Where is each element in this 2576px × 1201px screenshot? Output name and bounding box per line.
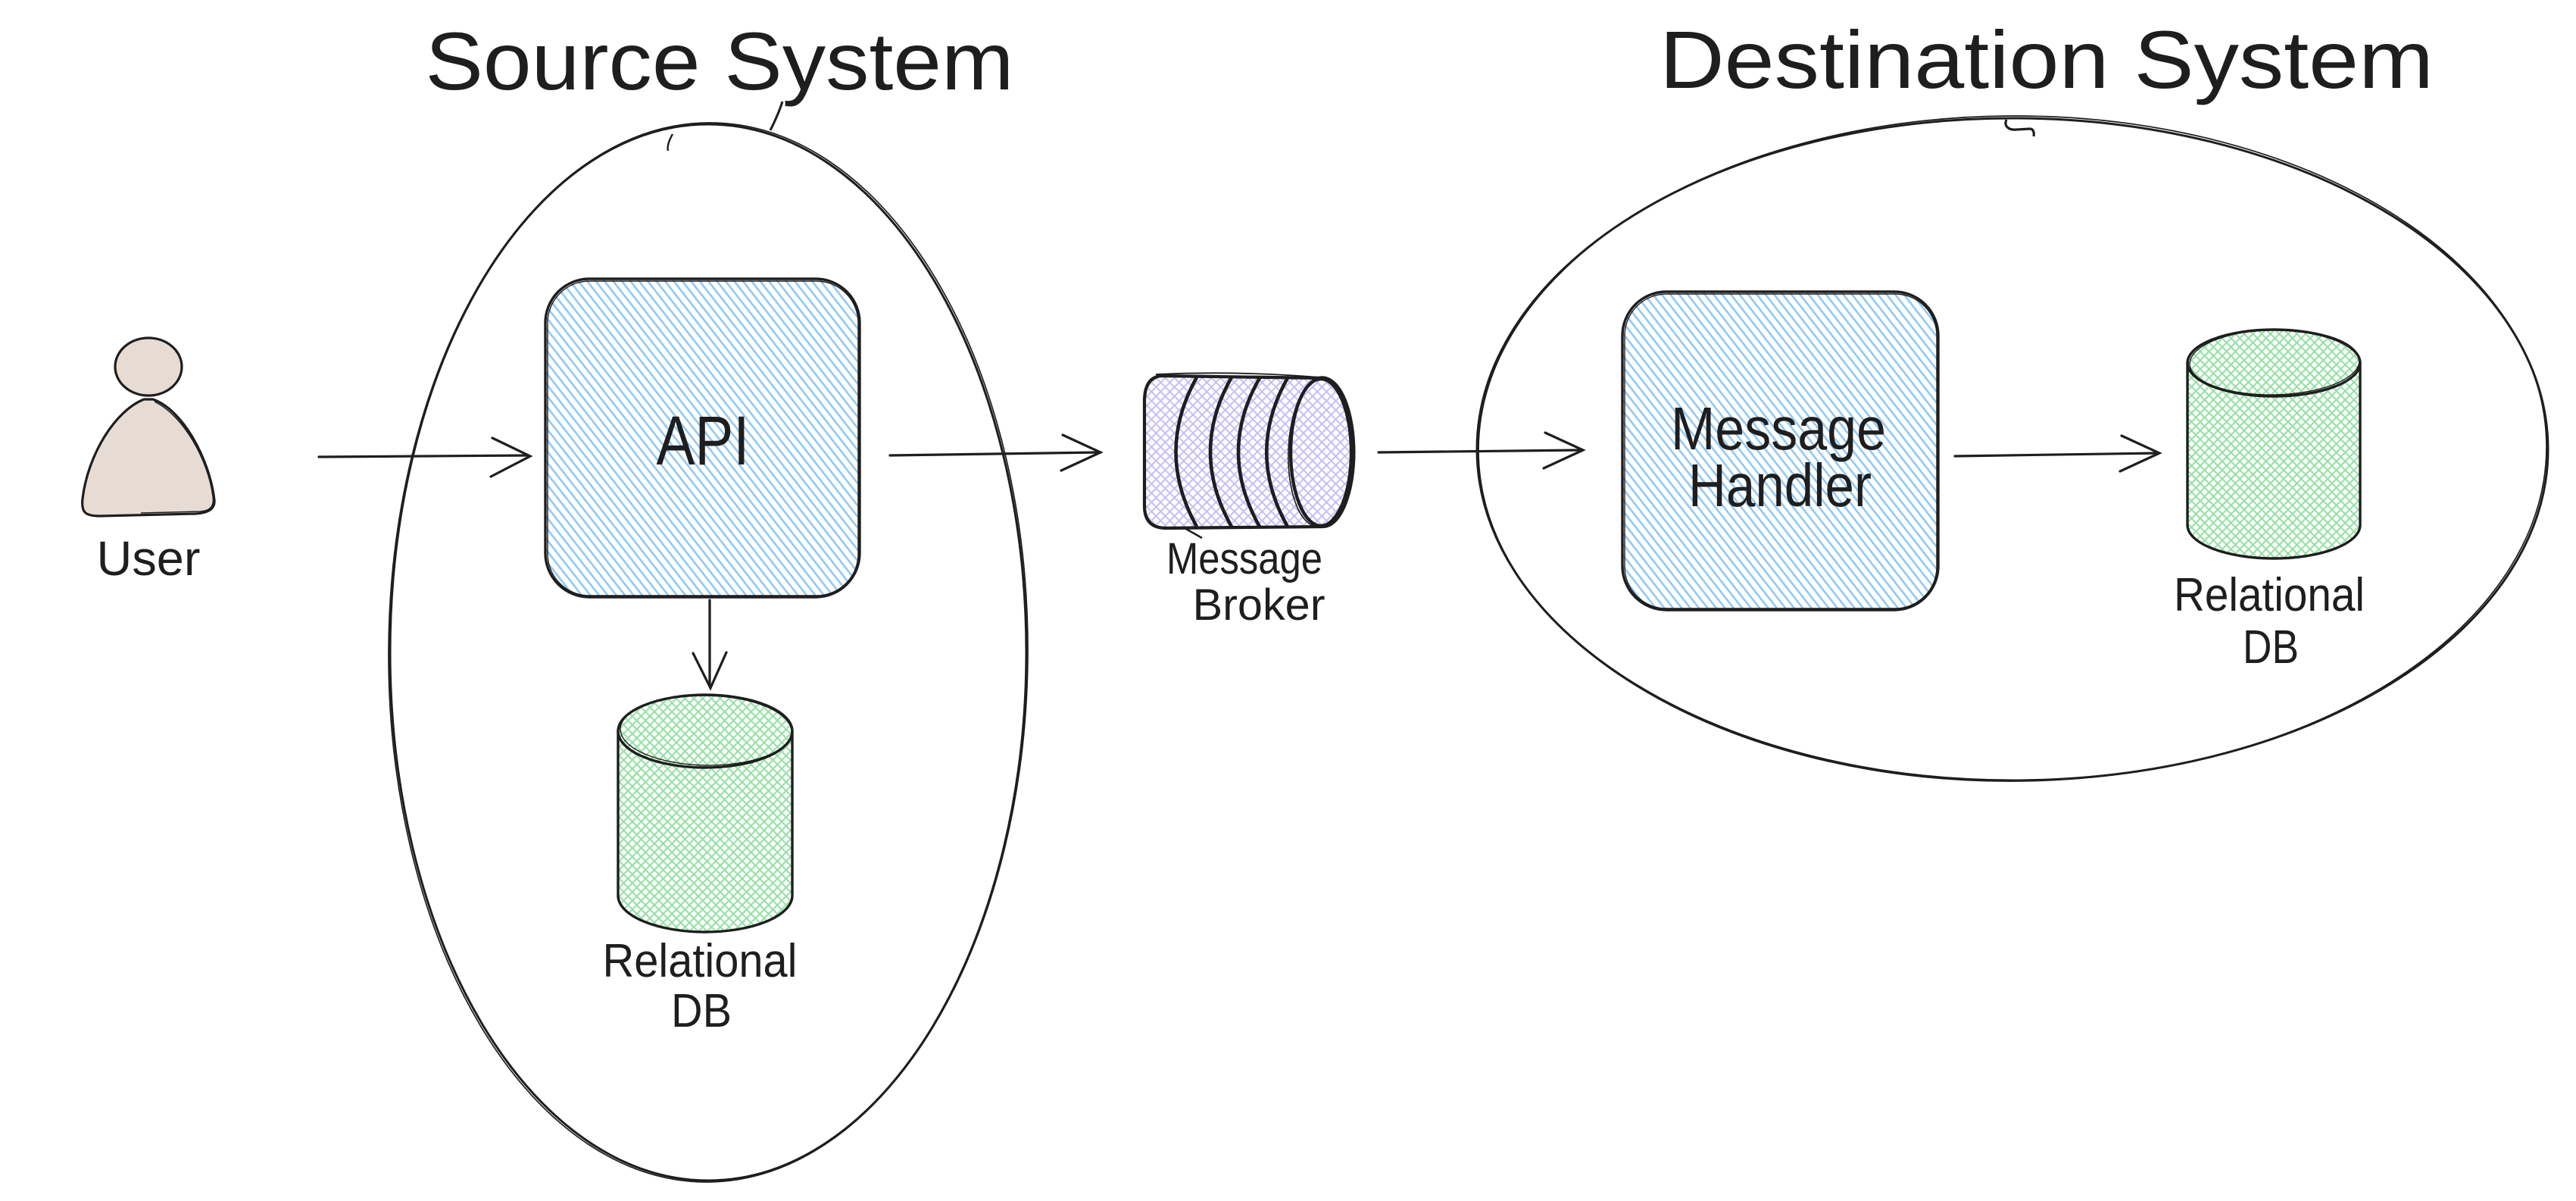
svg-text:Message: Message [1166, 534, 1322, 583]
svg-text:Message: Message [1671, 395, 1886, 462]
svg-text:DB: DB [2243, 621, 2299, 674]
svg-text:API: API [657, 402, 750, 480]
svg-text:Relational: Relational [603, 935, 798, 987]
svg-text:Handler: Handler [1688, 452, 1872, 519]
svg-text:Broker: Broker [1193, 580, 1325, 630]
svg-text:Source System: Source System [426, 15, 1014, 107]
svg-text:Relational: Relational [2174, 569, 2365, 621]
svg-text:User: User [97, 531, 201, 586]
svg-text:Destination System: Destination System [1660, 14, 2434, 105]
svg-text:DB: DB [671, 985, 732, 1037]
